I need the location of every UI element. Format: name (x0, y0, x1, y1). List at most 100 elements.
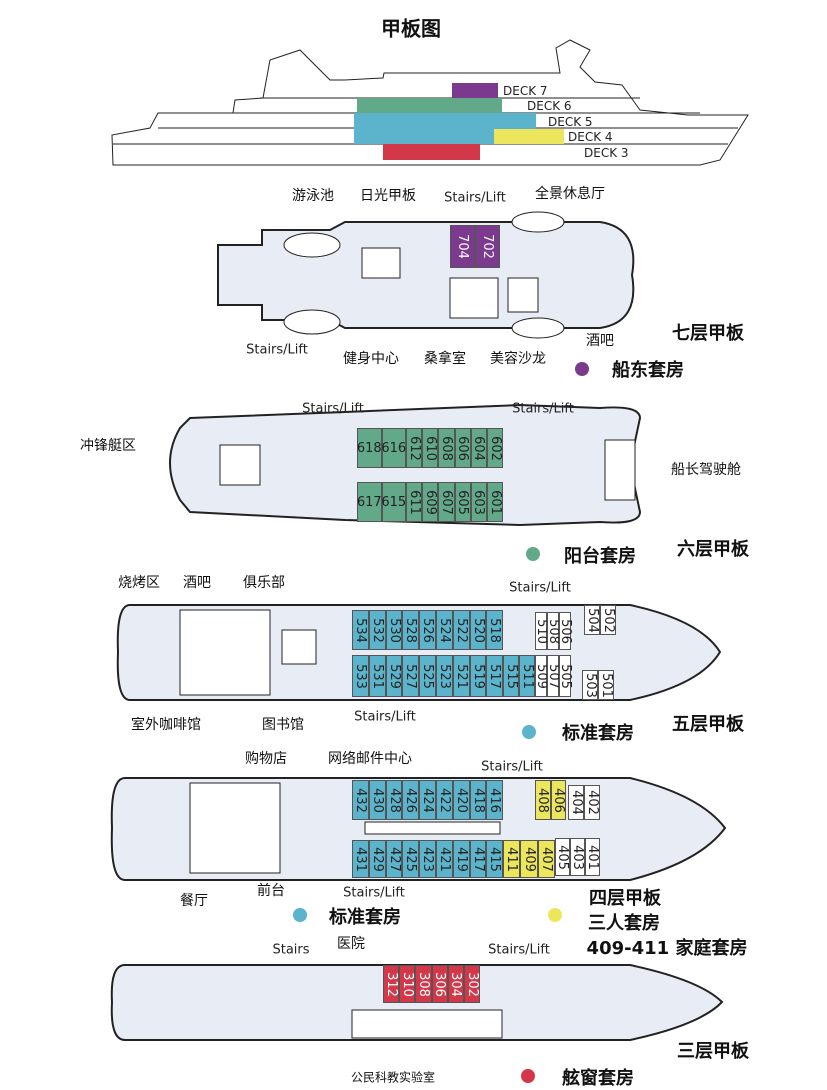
cabin-608: 608 (438, 428, 455, 468)
ship-profile-deck-bars (354, 83, 564, 160)
legend-dot-standard (522, 725, 536, 739)
label-internet: 网络邮件中心 (328, 751, 412, 767)
cabin-407: 407 (537, 840, 555, 878)
cabin-510: 510 (534, 612, 549, 650)
cabin-405: 405 (555, 838, 570, 876)
cabin-509: 509 (534, 655, 549, 697)
legend-family-suite: 409-411 家庭套房 (586, 938, 748, 959)
profile-deck6: DECK 6 (527, 99, 572, 113)
cabin-603: 603 (470, 482, 487, 522)
cabin-534: 534 (352, 610, 369, 650)
cabin-408: 408 (535, 780, 551, 820)
label-club: 俱乐部 (243, 575, 285, 591)
cabin-418: 418 (469, 780, 487, 820)
cabin-611: 611 (406, 482, 423, 522)
cabin-530: 530 (385, 610, 403, 650)
label-shop: 购物店 (245, 751, 287, 767)
label-stairs: Stairs/Lift (488, 942, 550, 958)
legend-owner-suite: 船东套房 (612, 360, 684, 381)
cabin-610: 610 (422, 428, 439, 468)
label-pool: 游泳池 (292, 188, 334, 204)
page-title: 甲板图 (381, 16, 441, 41)
deck3-title: 三层甲板 (677, 1041, 749, 1062)
cabin-304: 304 (447, 965, 464, 1003)
legend-dot-owner (575, 362, 589, 376)
profile-deck3: DECK 3 (584, 146, 629, 160)
cabin-525: 525 (419, 655, 436, 697)
cabin-605: 605 (454, 482, 471, 522)
cabin-529: 529 (385, 655, 403, 697)
label-stairs: Stairs/Lift (343, 885, 405, 901)
cabin-403: 403 (570, 838, 585, 876)
cabin-404: 404 (568, 785, 584, 820)
cabin-609: 609 (422, 482, 439, 522)
cabin-415: 415 (486, 840, 504, 878)
cabin-532: 532 (368, 610, 386, 650)
label-bridge: 船长驾驶舱 (671, 462, 741, 478)
label-bbq: 烧烤区 (118, 575, 160, 591)
cabin-501: 501 (598, 670, 614, 700)
cabin-520: 520 (469, 610, 487, 650)
label-stairs: Stairs/Lift (302, 401, 364, 417)
label-stairs: Stairs/Lift (354, 709, 416, 725)
cabin-430: 430 (368, 780, 386, 820)
label-zodiac: 冲锋艇区 (80, 438, 136, 454)
label-hospital: 医院 (337, 936, 365, 952)
legend-porthole-suite: 舷窗套房 (562, 1068, 634, 1089)
cabin-702: 702 (475, 225, 500, 268)
cabin-507: 507 (546, 655, 561, 697)
label-lab: 公民科教实验室 (350, 1070, 436, 1085)
legend-dot-triple (548, 908, 562, 922)
cabin-533: 533 (352, 655, 369, 697)
cabin-704: 704 (450, 225, 475, 268)
deck7-title: 七层甲板 (672, 323, 744, 344)
cabin-426: 426 (402, 780, 420, 820)
label-sun-deck: 日光甲板 (360, 188, 416, 204)
cabin-310: 310 (399, 965, 416, 1003)
cabin-508: 508 (546, 612, 561, 650)
cabin-427: 427 (385, 840, 403, 878)
cabin-522: 522 (452, 610, 470, 650)
cabin-401: 401 (585, 838, 600, 876)
label-cafe: 室外咖啡馆 (131, 717, 201, 733)
cabin-612: 612 (406, 428, 423, 468)
cabin-421: 421 (436, 840, 453, 878)
cabin-518: 518 (486, 610, 504, 650)
label-sauna: 桑拿室 (424, 351, 466, 367)
cabin-506: 506 (558, 612, 573, 650)
cabin-422: 422 (436, 780, 453, 820)
cabin-528: 528 (402, 610, 420, 650)
cabin-432: 432 (352, 780, 369, 820)
cabin-523: 523 (436, 655, 453, 697)
label-library: 图书馆 (262, 717, 304, 733)
cabin-425: 425 (402, 840, 420, 878)
cabin-417: 417 (469, 840, 487, 878)
cabin-607: 607 (438, 482, 455, 522)
deck6-title: 六层甲板 (677, 539, 749, 560)
cabin-406: 406 (550, 780, 566, 820)
cabin-402: 402 (584, 785, 600, 820)
legend-standard-suite: 标准套房 (329, 907, 401, 928)
label-stairs: Stairs/Lift (481, 759, 543, 775)
cabin-604: 604 (470, 428, 487, 468)
cabin-531: 531 (368, 655, 386, 697)
label-bar: 酒吧 (586, 333, 614, 349)
cabin-511: 511 (519, 655, 535, 697)
legend-dot-balcony (526, 547, 540, 561)
legend-balcony-suite: 阳台套房 (564, 546, 636, 567)
cabin-411: 411 (503, 840, 521, 878)
profile-deck7: DECK 7 (503, 84, 548, 98)
cabin-617: 617 (357, 482, 382, 522)
cabin-302: 302 (464, 965, 481, 1003)
cabin-526: 526 (419, 610, 436, 650)
label-gym: 健身中心 (343, 351, 399, 367)
cabin-521: 521 (452, 655, 470, 697)
label-stairs: Stairs/Lift (509, 580, 571, 596)
cabin-502: 502 (600, 605, 616, 635)
profile-deck5: DECK 5 (548, 115, 593, 129)
label-bar: 酒吧 (183, 575, 211, 591)
cabin-419: 419 (452, 840, 470, 878)
legend-dot-porthole (521, 1069, 535, 1083)
legend-triple-suite: 三人套房 (588, 913, 660, 934)
cabin-306: 306 (431, 965, 448, 1003)
